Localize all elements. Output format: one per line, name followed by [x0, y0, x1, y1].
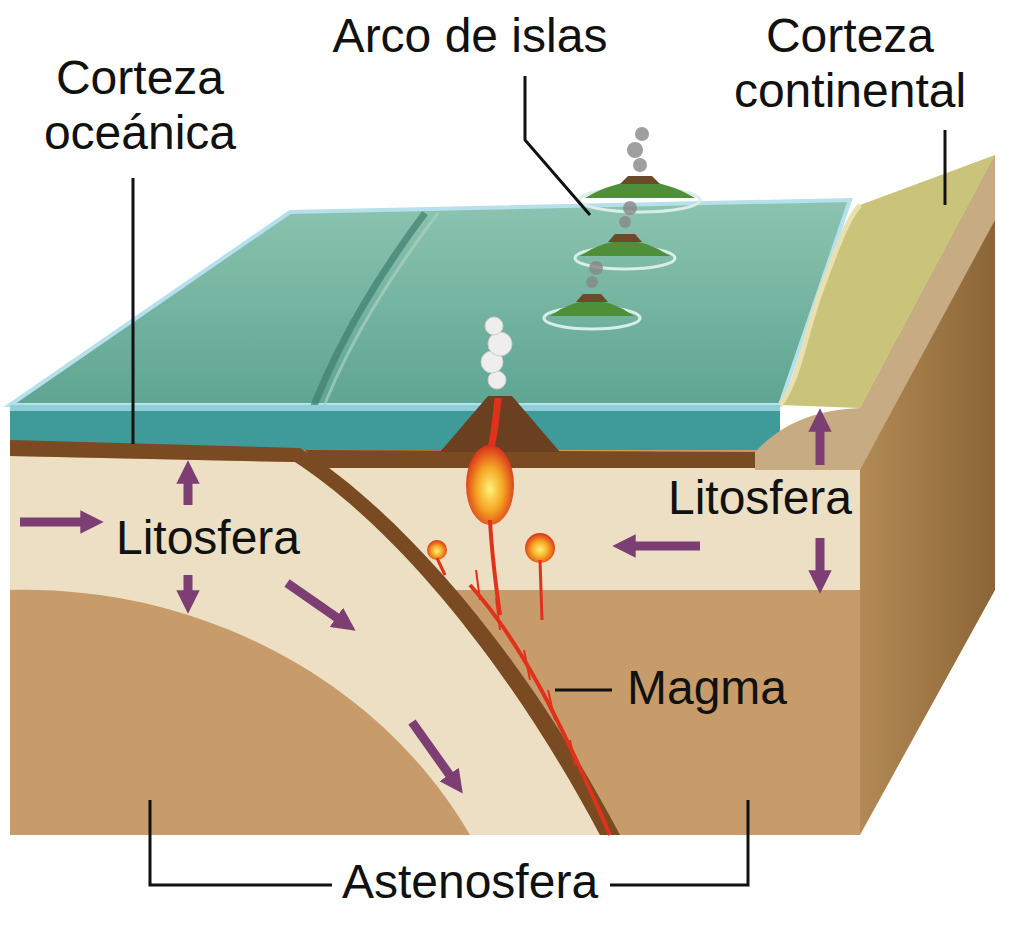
part-label: Astenosfera	[325, 854, 615, 909]
part-label: Litosfera	[660, 470, 860, 525]
part-label: Corteza continental	[700, 8, 1000, 118]
part-label: Litosfera	[108, 510, 308, 565]
part-label: Arco de islas	[310, 8, 630, 63]
part-label: Corteza oceánica	[15, 50, 265, 160]
part-label: Magma	[612, 660, 802, 715]
